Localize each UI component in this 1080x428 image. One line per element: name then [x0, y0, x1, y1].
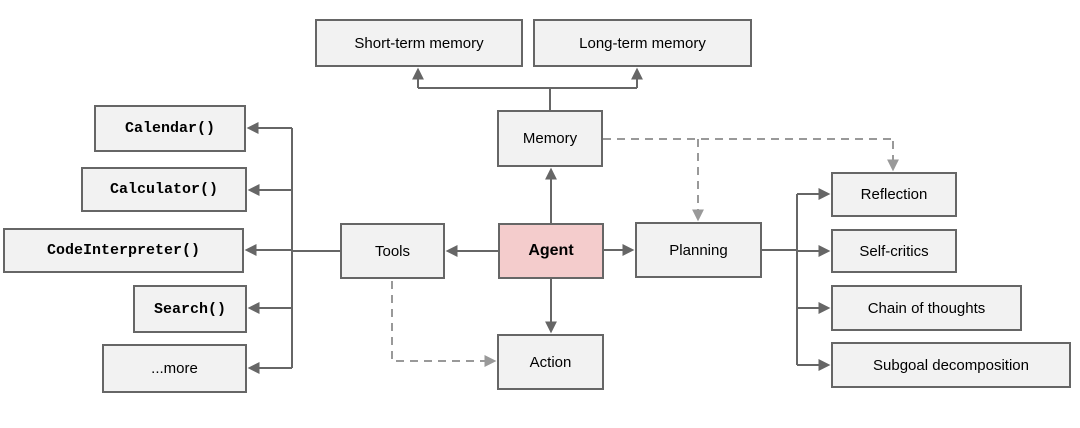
node-memory: Memory — [497, 110, 603, 167]
node-agent: Agent — [498, 223, 604, 279]
node-calendar-tool: Calendar() — [94, 105, 246, 152]
node-chain-of-thoughts: Chain of thoughts — [831, 285, 1022, 331]
node-self-critics: Self-critics — [831, 229, 957, 273]
node-search-tool: Search() — [133, 285, 247, 333]
node-subgoal-decomposition: Subgoal decomposition — [831, 342, 1071, 388]
solid-edges — [244, 67, 831, 374]
node-reflection: Reflection — [831, 172, 957, 217]
node-more-tools: ...more — [102, 344, 247, 393]
node-short-term-memory: Short-term memory — [315, 19, 523, 67]
node-planning: Planning — [635, 222, 762, 278]
node-code-interpreter-tool: CodeInterpreter() — [3, 228, 244, 273]
node-calculator-tool: Calculator() — [81, 167, 247, 212]
node-action: Action — [497, 334, 604, 390]
node-long-term-memory: Long-term memory — [533, 19, 752, 67]
dashed-edges — [391, 138, 899, 367]
node-tools: Tools — [340, 223, 445, 279]
